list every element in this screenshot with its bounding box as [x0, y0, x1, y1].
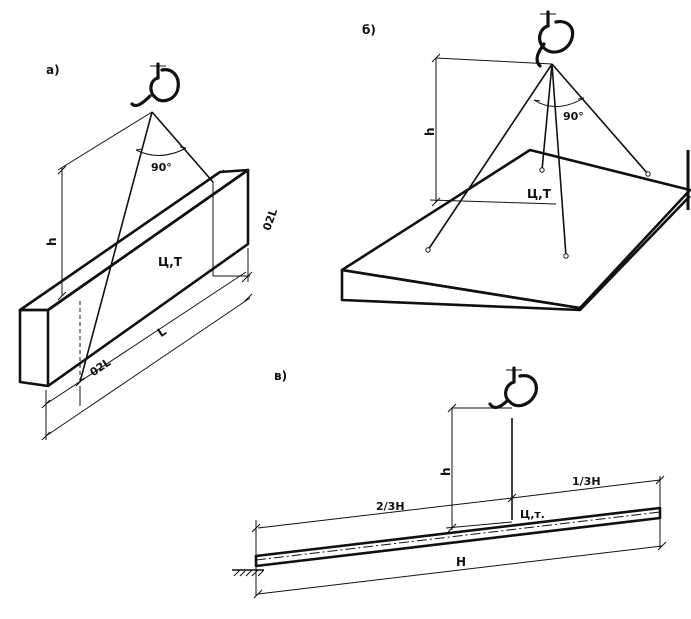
sling-b-2	[541, 63, 553, 171]
figure-a-label: а)	[46, 63, 60, 77]
figure-a: а) 90° h Ц,Т	[18, 62, 280, 441]
height-v-label: h	[439, 467, 453, 476]
cg-b-label: Ц,Т	[527, 187, 552, 201]
hook-v-icon	[488, 366, 538, 410]
cg-v-label: Ц,т.	[520, 508, 545, 521]
angle-b-label: 90°	[563, 110, 584, 123]
cg-a-label: Ц,Т	[158, 255, 183, 269]
offset-right-label: 02L	[260, 207, 280, 232]
angle-arc-a	[135, 147, 187, 156]
hook-a-icon	[130, 62, 180, 108]
right-part-label: 1/3Н	[572, 475, 601, 488]
offset-left-label: 02L	[87, 356, 113, 379]
sling-b-4	[551, 63, 649, 175]
length-a-label: L	[155, 324, 169, 340]
figure-v: в) h 2/3Н 1/3Н Ц,т.	[232, 366, 667, 599]
figure-b: б) h 90° Ц,	[340, 10, 691, 312]
height-a-label: h	[45, 237, 59, 246]
left-part-label: 2/3Н	[376, 500, 405, 513]
sling-b-1	[427, 63, 553, 251]
figure-b-label: б)	[362, 23, 376, 37]
length-v-label: Н	[456, 555, 466, 569]
sling-a-left	[79, 111, 153, 383]
angle-a-label: 90°	[151, 161, 172, 174]
beam-a	[18, 168, 250, 388]
figure-v-label: в)	[274, 369, 287, 383]
hook-b-icon	[535, 10, 575, 68]
slab-b	[340, 148, 691, 312]
height-b-label: h	[423, 127, 437, 136]
sling-b-3	[551, 63, 567, 257]
angle-arc-b	[533, 97, 585, 107]
